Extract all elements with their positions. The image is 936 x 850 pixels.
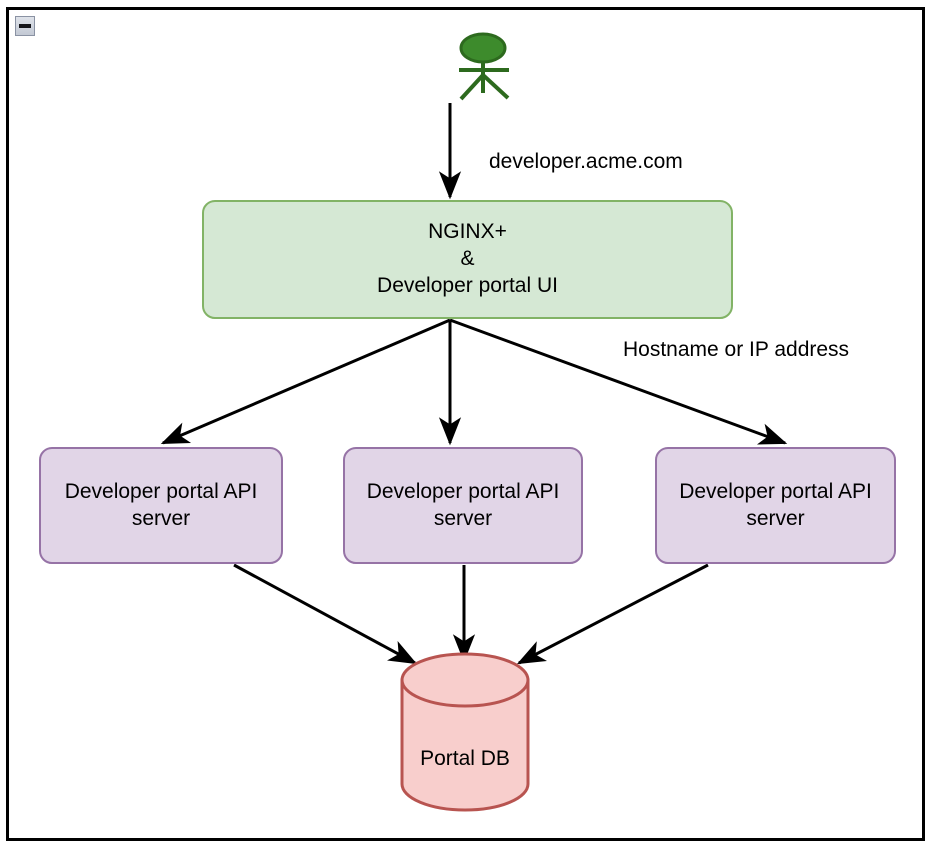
nginx-line-3: Developer portal UI [377,273,558,297]
portal-db-cylinder[interactable] [400,652,530,812]
edge-api-1-to-db [233,563,418,665]
edge-nginx-to-api-1 [160,318,451,445]
api-2-line-1: Developer portal API [366,479,560,503]
node-nginx-label: NGINX+ & Developer portal UI [377,219,558,300]
node-api-server-3-label: Developer portal API server [679,479,872,533]
minus-icon [19,24,31,28]
node-api-server-2-label: Developer portal API server [367,479,560,533]
node-api-server-1-label: Developer portal API server [65,479,258,533]
edge-label-hostname-or-ip-address: Hostname or IP address [623,338,850,361]
node-api-server-3[interactable]: Developer portal API server [655,447,896,564]
nginx-line-2: & [460,247,475,271]
node-api-server-1[interactable]: Developer portal API server [39,447,283,564]
edge-api-3-to-db [516,563,709,665]
edge-nginx-to-api-3 [449,318,788,445]
collapse-toggle-button[interactable] [15,16,35,36]
api-3-line-1: Developer portal API [679,479,872,503]
portal-db-label: Portal DB [420,747,510,770]
api-1-line-1: Developer portal API [64,479,258,503]
node-api-server-2[interactable]: Developer portal API server [343,447,583,564]
api-2-line-2: server [433,506,493,530]
node-nginx-developer-portal-ui[interactable]: NGINX+ & Developer portal UI [202,200,733,319]
edge-label-developer-acme-com: developer.acme.com [489,150,683,173]
api-3-line-2: server [746,506,805,530]
api-1-line-2: server [131,506,191,530]
nginx-line-1: NGINX+ [428,220,507,244]
user-actor-icon [459,32,510,101]
